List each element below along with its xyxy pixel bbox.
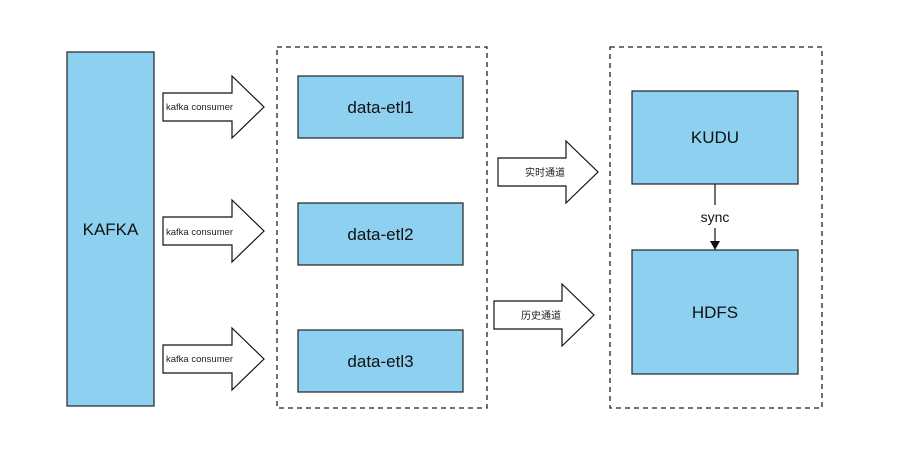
hollow-arrow-icon xyxy=(162,326,265,392)
history-channel-label: 历史通道 xyxy=(521,309,561,322)
kafka-label: KAFKA xyxy=(83,220,139,239)
consumer-arrow-label: kafka consumer xyxy=(166,102,233,113)
consumer-arrow-2: kafka consumer xyxy=(162,198,265,264)
sync-connector: sync xyxy=(701,184,730,250)
storage-group-container xyxy=(609,46,823,409)
etl-group-container xyxy=(276,46,488,409)
kudu-label: KUDU xyxy=(691,128,739,147)
hdfs-label: HDFS xyxy=(692,303,738,322)
hollow-arrow-icon xyxy=(497,139,599,205)
realtime-channel-arrow: 实时通道 xyxy=(497,139,599,205)
arrowhead-icon xyxy=(710,241,720,250)
consumer-arrow-3: kafka consumer xyxy=(162,326,265,392)
realtime-channel-label: 实时通道 xyxy=(525,166,565,179)
consumer-arrow-1: kafka consumer xyxy=(162,74,265,140)
consumer-arrow-label: kafka consumer xyxy=(166,354,233,365)
sync-label: sync xyxy=(701,209,730,225)
kafka-box: KAFKA xyxy=(66,51,155,407)
etl-label: data-etl2 xyxy=(347,225,413,244)
kudu-box: KUDU xyxy=(631,90,799,185)
hollow-arrow-icon xyxy=(162,198,265,264)
history-channel-arrow: 历史通道 xyxy=(493,282,595,348)
etl-box-1: data-etl1 xyxy=(297,75,464,139)
consumer-arrow-label: kafka consumer xyxy=(166,227,233,238)
etl-label: data-etl3 xyxy=(347,352,413,371)
etl-box-3: data-etl3 xyxy=(297,329,464,393)
etl-box-2: data-etl2 xyxy=(297,202,464,266)
hollow-arrow-icon xyxy=(162,74,265,140)
hdfs-box: HDFS xyxy=(631,249,799,375)
hollow-arrow-icon xyxy=(493,282,595,348)
etl-label: data-etl1 xyxy=(347,98,413,117)
